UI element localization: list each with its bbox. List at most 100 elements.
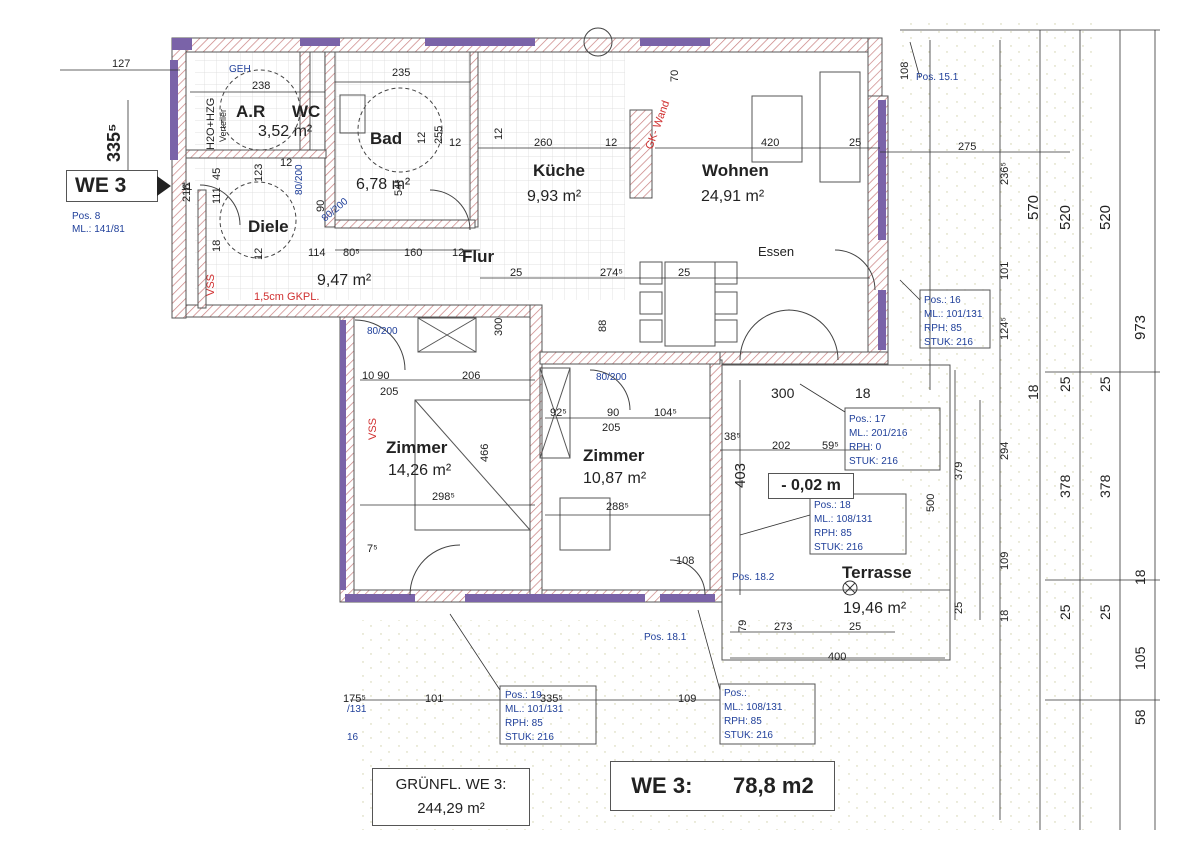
svg-text:294: 294 (999, 442, 1011, 460)
room-area-kuche: 9,93 m² (527, 188, 582, 205)
svg-text:25: 25 (849, 621, 861, 633)
svg-text:/131: /131 (347, 704, 367, 715)
svg-text:59⁵: 59⁵ (822, 440, 839, 452)
furniture (339, 71, 861, 551)
room-area-wohnen: 24,91 m² (701, 188, 765, 205)
svg-text:12: 12 (253, 248, 265, 260)
svg-text:STUK: 216: STUK: 216 (724, 730, 773, 741)
svg-text:RPH: 85: RPH: 85 (505, 718, 543, 729)
svg-text:38⁵: 38⁵ (724, 431, 741, 443)
svg-text:25: 25 (849, 137, 861, 149)
label-verteiler: Verteiler (218, 109, 228, 142)
svg-text:Pos.:: Pos.: (724, 688, 747, 699)
svg-text:ML.: 108/131: ML.: 108/131 (814, 514, 873, 525)
terrace-outline (721, 364, 951, 661)
dims-vertical: 335⁵ 108 236⁵ 570 520 520 973 101 124⁵ 1… (104, 62, 1149, 725)
svg-text:ML.: 101/131: ML.: 101/131 (505, 704, 564, 715)
label-vss-diele: VSS (205, 274, 217, 296)
label-vss-zimmer: VSS (367, 418, 379, 440)
svg-text:114: 114 (308, 247, 326, 259)
svg-text:90: 90 (607, 407, 619, 419)
level-label: - 0,02 m (768, 473, 854, 499)
svg-text:500: 500 (925, 494, 937, 512)
svg-text:127: 127 (112, 58, 130, 70)
svg-text:STUK: 216: STUK: 216 (849, 456, 898, 467)
pos-tag-left: /131 16 (347, 704, 367, 743)
drain-symbol (842, 580, 858, 596)
svg-text:54⁵: 54⁵ (393, 179, 405, 196)
pos-tag-8: Pos. 8 ML.: 141/81 (72, 211, 125, 235)
pos-tag-18: Pos.: 18 ML.: 108/131 RPH: 85 STUK: 216 (814, 500, 873, 553)
svg-text:ML.: 141/81: ML.: 141/81 (72, 224, 125, 235)
pos-tag-18-1: Pos. 18.1 (644, 632, 687, 643)
svg-text:260: 260 (534, 137, 552, 149)
room-name-ar: A.R (236, 102, 265, 121)
pos-tag-16: Pos.: 16 ML.: 101/131 RPH: 85 STUK: 216 (924, 295, 983, 348)
label-gkpl: 1,5cm GKPL. (254, 291, 319, 303)
svg-text:12: 12 (416, 132, 428, 144)
svg-text:335⁵: 335⁵ (104, 124, 124, 163)
svg-text:STUK: 216: STUK: 216 (505, 732, 554, 743)
svg-text:400: 400 (828, 651, 846, 663)
svg-text:12: 12 (605, 137, 617, 149)
svg-text:79: 79 (737, 620, 749, 632)
door-label-3: 80/200 (294, 164, 305, 195)
svg-text:275: 275 (958, 141, 976, 153)
svg-text:RPH: 0: RPH: 0 (849, 442, 882, 453)
svg-text:25: 25 (1097, 376, 1113, 392)
svg-text:520: 520 (1097, 205, 1114, 230)
svg-text:101: 101 (425, 693, 443, 705)
svg-text:235: 235 (392, 67, 410, 79)
garden-area-value: 244,29 m² (417, 800, 485, 817)
svg-text:18: 18 (999, 610, 1011, 622)
svg-text:520: 520 (1057, 205, 1074, 230)
svg-text:109: 109 (678, 693, 696, 705)
room-name-terrasse: Terrasse (842, 563, 912, 582)
unit-total-label: WE 3: (631, 773, 693, 798)
dims-horizontal: 127 238 235 260 12 420 25 275 70 12 12 1… (112, 58, 976, 705)
svg-text:25: 25 (1097, 604, 1113, 620)
svg-text:379: 379 (953, 462, 965, 480)
svg-text:255: 255 (433, 126, 445, 144)
svg-text:25: 25 (1057, 604, 1073, 620)
svg-text:ML.: 201/216: ML.: 201/216 (849, 428, 908, 439)
room-name-flur: Flur (462, 247, 494, 266)
svg-text:205: 205 (380, 386, 398, 398)
svg-text:45: 45 (211, 168, 223, 180)
pos-boxes (499, 289, 991, 745)
unit-label: WE 3 (66, 170, 158, 202)
svg-text:205: 205 (602, 422, 620, 434)
pos-tag-19: Pos.: 19 ML.: 101/131 RPH: 85 STUK: 216 (505, 690, 564, 743)
svg-text:25: 25 (953, 602, 965, 614)
svg-text:11: 11 (181, 181, 192, 193)
svg-text:273: 273 (774, 621, 792, 633)
room-area-wc: 3,52 m² (258, 123, 313, 140)
svg-text:420: 420 (761, 137, 779, 149)
svg-text:403: 403 (732, 463, 749, 488)
label-geh: GEH (229, 64, 251, 75)
doors (199, 27, 876, 596)
door-label-2: 80/200 (596, 372, 627, 383)
unit-total-box: WE 3: 78,8 m2 (610, 761, 835, 811)
pos-tag-18-2: Pos. 18.2 (732, 572, 775, 583)
garden-area-box: GRÜNFL. WE 3: 244,29 m² (372, 768, 530, 826)
svg-text:101: 101 (999, 262, 1011, 280)
room-name-diele: Diele (248, 217, 289, 236)
svg-text:378: 378 (1057, 474, 1073, 498)
svg-text:973: 973 (1132, 315, 1149, 340)
room-area-flur: 9,47 m² (317, 272, 372, 289)
room-area-zimmer-2: 10,87 m² (583, 470, 647, 487)
svg-text:109: 109 (999, 552, 1011, 570)
svg-text:160: 160 (404, 247, 422, 259)
svg-text:216: 216 (181, 184, 193, 202)
svg-text:80⁵: 80⁵ (343, 247, 360, 259)
unit-arrow-icon (157, 176, 171, 196)
svg-text:25: 25 (510, 267, 522, 279)
room-area-terrasse: 19,46 m² (843, 600, 907, 617)
svg-text:90: 90 (315, 200, 327, 212)
svg-text:12: 12 (493, 128, 505, 140)
svg-text:RPH: 85: RPH: 85 (924, 323, 962, 334)
svg-text:25: 25 (678, 267, 690, 279)
svg-text:12: 12 (449, 137, 461, 149)
svg-text:274⁵: 274⁵ (600, 267, 623, 279)
